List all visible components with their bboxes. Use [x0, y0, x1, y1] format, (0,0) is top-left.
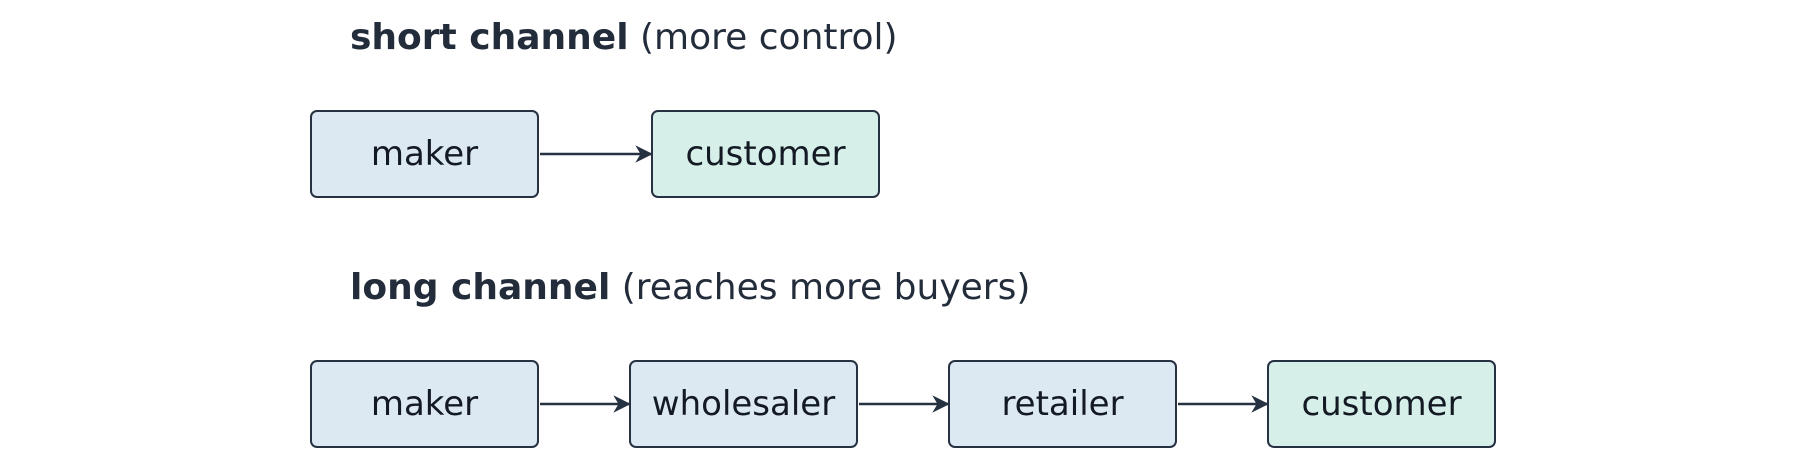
long-node-retailer: retailer — [948, 360, 1177, 448]
short-channel-heading: short channel (more control) — [350, 20, 898, 56]
short-channel-title: short channel — [350, 17, 629, 58]
long-channel-heading: long channel (reaches more buyers) — [350, 270, 1030, 306]
short-node-maker: maker — [310, 110, 539, 198]
long-channel-title: long channel — [350, 267, 611, 308]
short-channel-note: (more control) — [640, 17, 898, 58]
long-channel-note: (reaches more buyers) — [621, 267, 1031, 308]
long-node-wholesaler: wholesaler — [629, 360, 858, 448]
long-node-customer: customer — [1267, 360, 1496, 448]
long-node-maker: maker — [310, 360, 539, 448]
